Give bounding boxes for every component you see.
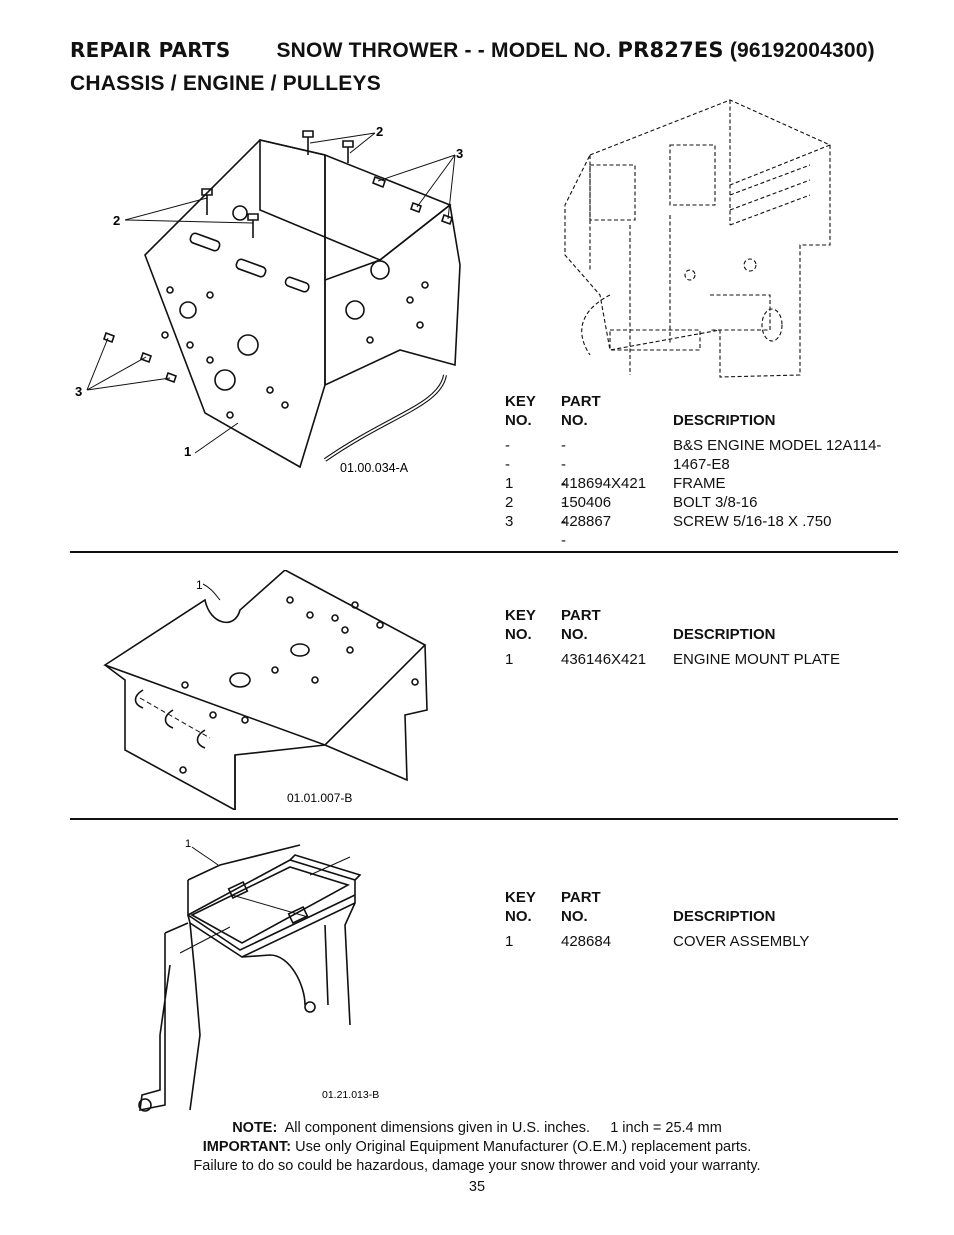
col-key-header-2: NO. (505, 908, 532, 925)
callout-3-left: 3 (75, 384, 82, 399)
row-key: 3 (505, 513, 514, 530)
row-desc: COVER ASSEMBLY (673, 933, 810, 950)
row-desc: ENGINE MOUNT PLATE (673, 651, 840, 668)
callout-1: 1 (185, 838, 191, 850)
col-part-header-2: NO. (561, 908, 588, 925)
row-part: 428684 (561, 933, 612, 950)
col-desc-header: DESCRIPTION (673, 908, 776, 925)
diagram-ref: 01.01.007-B (287, 791, 352, 805)
page-number: 35 (468, 1179, 486, 1195)
title-prefix: SNOW THROWER - - MODEL NO. (276, 39, 612, 62)
row-key: 2 (505, 494, 514, 511)
model-number: (96192004300) (729, 39, 875, 62)
row-key: 1 (505, 651, 514, 668)
note-conversion: 1 inch = 25.4 mm (610, 1120, 722, 1136)
engine-mount-plate-diagram: 1 01.01.007-B (103, 570, 428, 810)
row-part: 418694X421 (561, 475, 647, 492)
col-key-header: KEY (505, 607, 536, 624)
important-label: IMPORTANT: (202, 1139, 292, 1155)
row-key: - - (505, 437, 510, 473)
important-text: Use only Original Equipment Manufacturer… (295, 1139, 752, 1155)
note-text: All component dimensions given in U.S. i… (284, 1120, 591, 1136)
note-label: NOTE: (232, 1120, 278, 1136)
model-name: PR827ES (617, 38, 724, 62)
section-divider (70, 551, 898, 553)
footer-warning: Failure to do so could be hazardous, dam… (193, 1158, 761, 1174)
repair-parts-label: REPAIR PARTS (70, 38, 231, 62)
callout-2-top: 2 (376, 124, 383, 139)
frame-engine-diagram: 2 3 2 3 1 01.00.034-A (75, 99, 831, 475)
diagram-ref: 01.21.013-B (322, 1089, 379, 1101)
row-desc: BOLT 3/8-16 (673, 494, 758, 511)
row-desc: SCREW 5/16-18 X .750 (673, 513, 832, 530)
col-part-header: PART (561, 889, 601, 906)
callout-1: 1 (196, 578, 203, 592)
row-part: 436146X421 (561, 651, 647, 668)
row-desc: FRAME (673, 475, 726, 492)
col-key-header: KEY (505, 393, 536, 410)
cover-assembly-diagram: 1 01.21.013-B (138, 838, 379, 1112)
row-key: 1 (505, 933, 514, 950)
callout-3-top: 3 (456, 146, 463, 161)
col-desc-header: DESCRIPTION (673, 412, 776, 429)
row-key: 1 (505, 475, 514, 492)
footer-important: IMPORTANT: Use only Original Equipment M… (0, 1138, 954, 1157)
callout-2-left: 2 (113, 213, 120, 228)
page-title: REPAIR PARTS SNOW THROWER - - MODEL NO. … (70, 38, 875, 63)
row-desc-cont: 1467-E8 (673, 456, 730, 473)
col-key-header-2: NO. (505, 626, 532, 643)
section-divider (70, 818, 898, 820)
col-part-header: PART (561, 393, 601, 410)
diagram-ref: 01.00.034-A (340, 461, 409, 475)
row-part: - - - - - - (561, 437, 566, 549)
footer-note: NOTE: All component dimensions given in … (0, 1119, 954, 1138)
col-part-header-2: NO. (561, 412, 588, 429)
row-desc: B&S ENGINE MODEL 12A114- (673, 437, 882, 454)
page-subtitle: CHASSIS / ENGINE / PULLEYS (70, 72, 381, 95)
col-desc-header: DESCRIPTION (673, 626, 776, 643)
col-key-header: KEY (505, 889, 536, 906)
row-part: 150406 (561, 494, 612, 511)
col-part-header: PART (561, 607, 601, 624)
row-part: 428867 (561, 513, 612, 530)
col-key-header-2: NO. (505, 412, 532, 429)
callout-1: 1 (184, 444, 191, 459)
col-part-header-2: NO. (561, 626, 588, 643)
